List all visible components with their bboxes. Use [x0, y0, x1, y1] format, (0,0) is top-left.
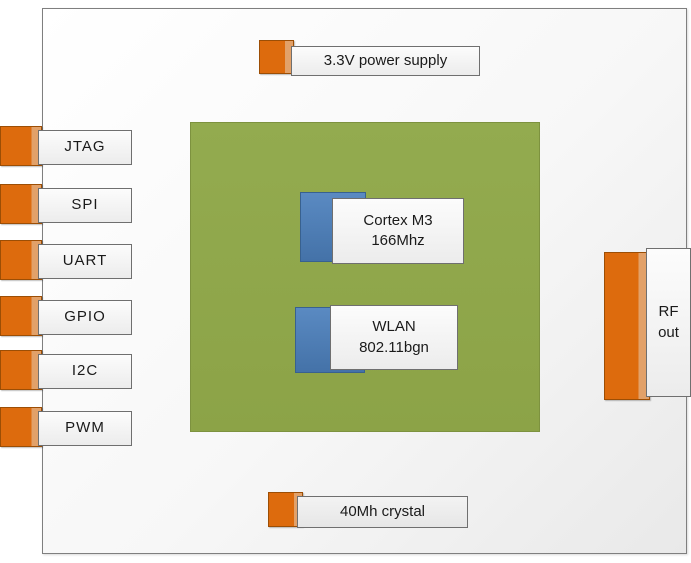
i2c-connector-block	[0, 350, 42, 390]
wlan-label-line2: 802.11bgn	[359, 338, 429, 356]
pwm-connector-block	[0, 407, 42, 447]
cpu-label-line1: Cortex M3	[363, 211, 433, 229]
i2c-label: I2C	[38, 354, 132, 389]
wlan-label: WLAN 802.11bgn	[330, 305, 458, 370]
gpio-connector-block	[0, 296, 42, 336]
crystal-label: 40Mh crystal	[297, 496, 468, 528]
rf-connector-block	[604, 252, 650, 400]
power-connector-block	[259, 40, 294, 74]
soc-core-block	[190, 122, 540, 432]
cpu-label-line2: 166Mhz	[371, 232, 425, 249]
rf-out-label: RF out	[646, 248, 691, 397]
uart-label: UART	[38, 244, 132, 279]
wlan-label-line1: WLAN	[372, 318, 416, 336]
jtag-connector-block	[0, 126, 42, 166]
jtag-label: JTAG	[38, 130, 132, 165]
power-supply-label: 3.3V power supply	[291, 46, 480, 76]
cpu-label: Cortex M3 166Mhz	[332, 198, 464, 264]
rf-out-label-line1: RF	[658, 303, 679, 321]
spi-label: SPI	[38, 188, 132, 223]
rf-out-label-line2: out	[658, 323, 679, 341]
gpio-label: GPIO	[38, 300, 132, 335]
uart-connector-block	[0, 240, 42, 280]
spi-connector-block	[0, 184, 42, 224]
pwm-label: PWM	[38, 411, 132, 446]
